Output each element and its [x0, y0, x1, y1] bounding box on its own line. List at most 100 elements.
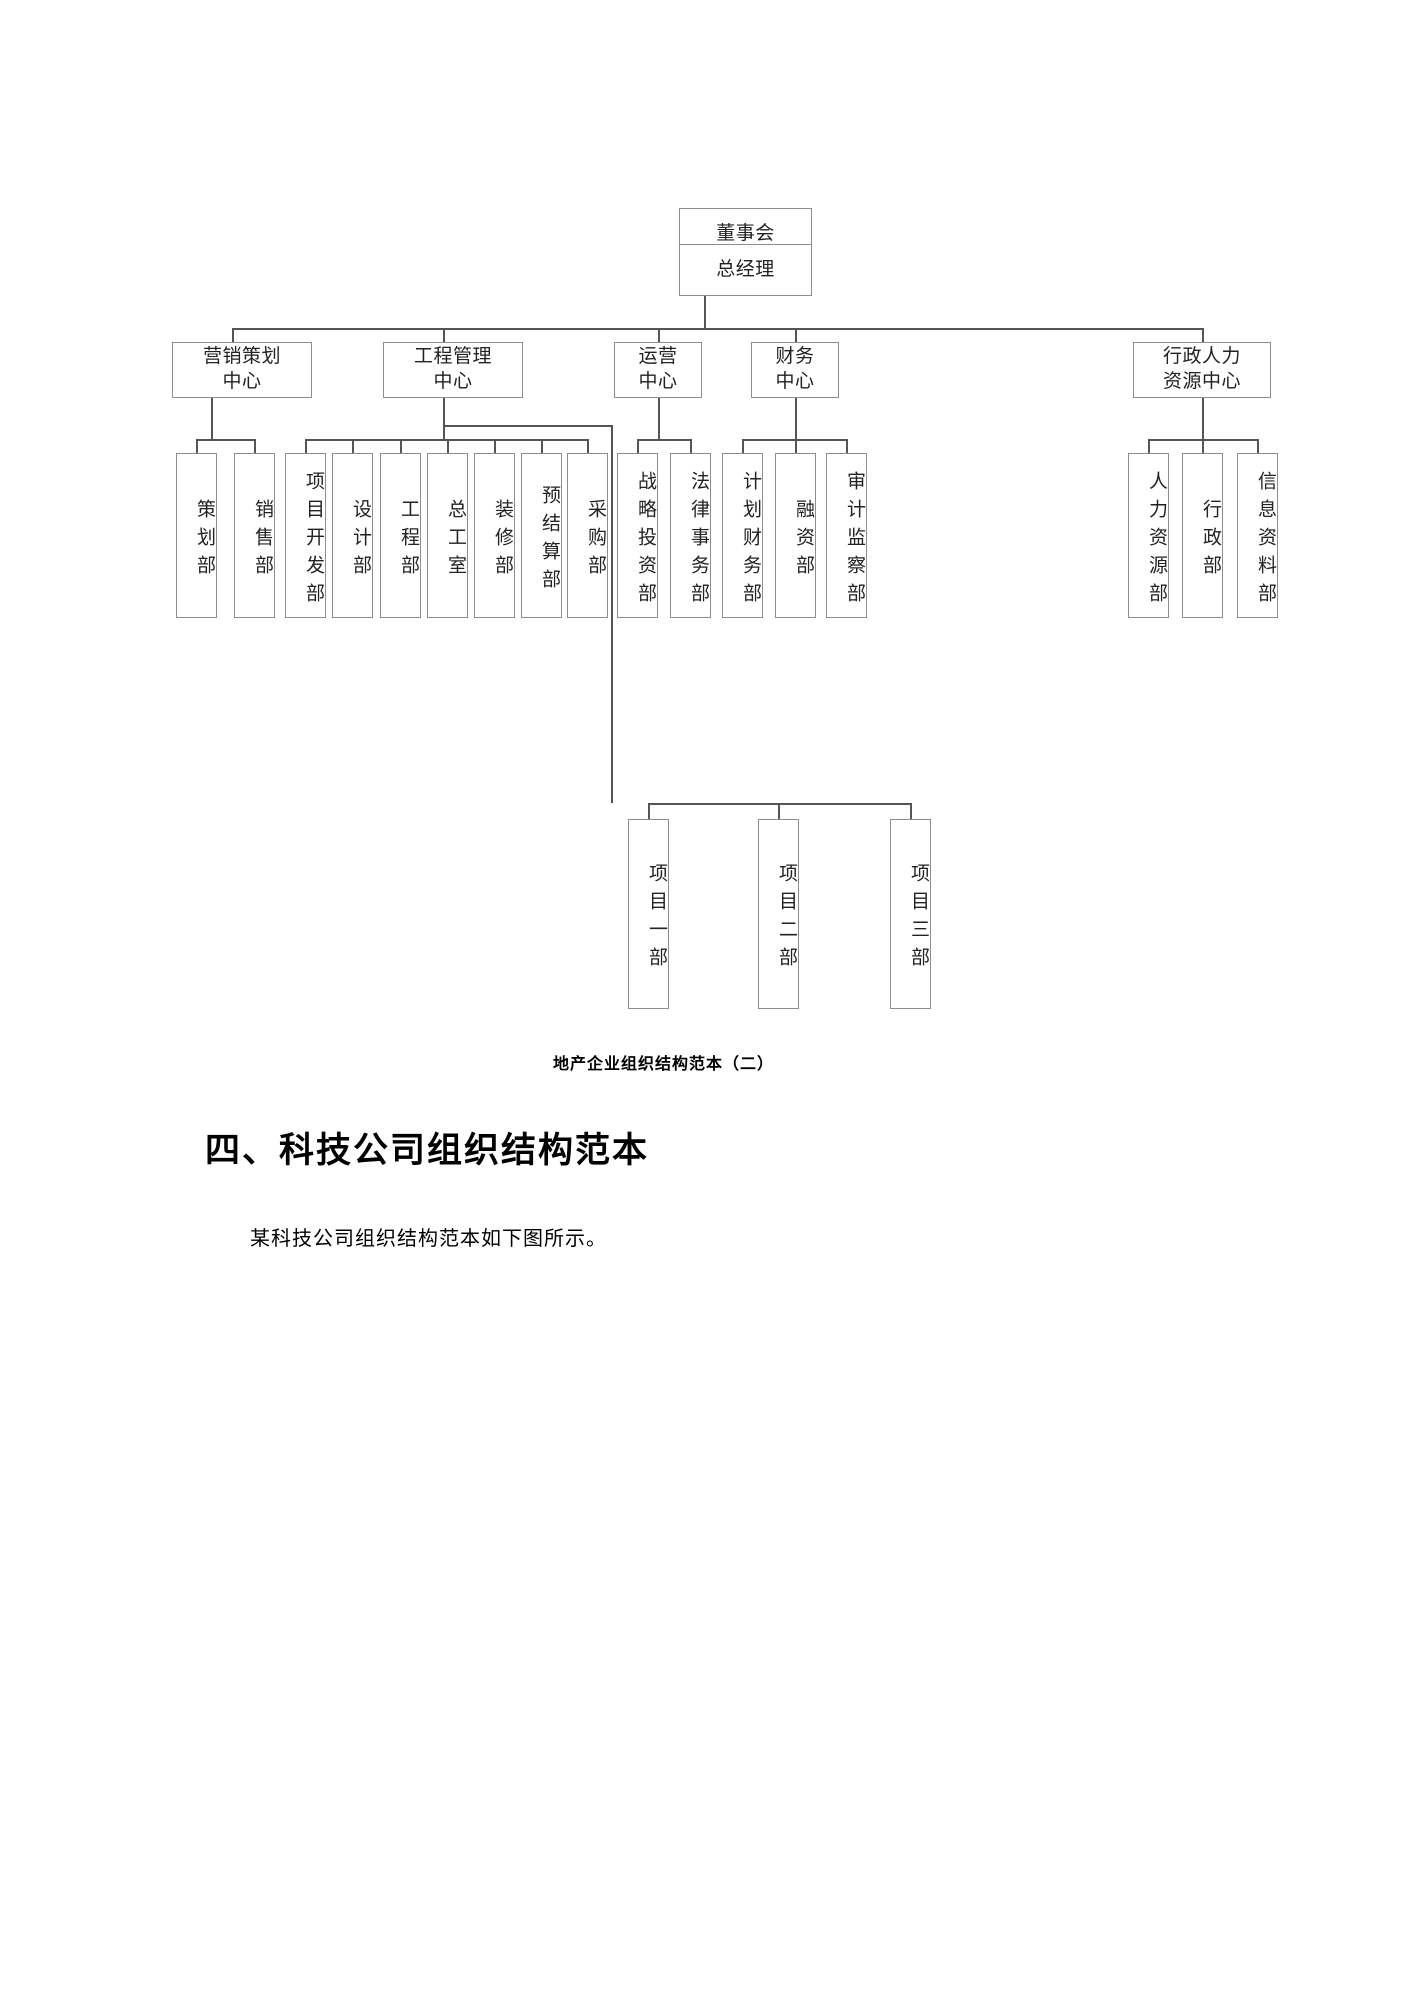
node-label-line1: 财务 — [775, 346, 815, 368]
connector-c1-d2 — [254, 439, 256, 453]
connector-c5-stem — [1202, 398, 1204, 439]
node-label: 项目三部 — [908, 863, 929, 975]
connector-c4-stem — [795, 398, 797, 439]
connector-c4-d13 — [795, 439, 797, 453]
node-general-manager[interactable]: 总经理 — [679, 244, 812, 296]
node-label-line1: 运营 — [638, 346, 678, 368]
node-label: 项目开发部 — [303, 470, 324, 611]
connector-drop-c3 — [658, 328, 660, 342]
connector-c2-d7 — [494, 439, 496, 453]
node-decoration-dept[interactable]: 装修部 — [474, 453, 515, 618]
node-label: 战略投资部 — [635, 470, 656, 611]
connector-c2-d5 — [400, 439, 402, 453]
connector-c3-stem — [658, 398, 660, 439]
node-label-line1: 营销策划 — [202, 346, 281, 368]
node-legal-affairs-dept[interactable]: 法律事务部 — [670, 453, 711, 618]
node-engineering-management-center[interactable]: 工程管理 中心 — [383, 342, 523, 398]
connector-c2-to-projects — [611, 425, 613, 803]
node-operations-center[interactable]: 运营 中心 — [614, 342, 702, 398]
connector-c1-d1 — [196, 439, 198, 453]
node-label: 预结算部 — [539, 484, 560, 597]
node-label: 董事会 — [716, 222, 775, 244]
connector-c4-d14 — [846, 439, 848, 453]
node-label: 策划部 — [194, 498, 215, 583]
connector-c5-d15 — [1148, 439, 1150, 453]
connector-c2-d8 — [541, 439, 543, 453]
node-project-development-dept[interactable]: 项目开发部 — [285, 453, 326, 618]
node-admin-hr-center[interactable]: 行政人力 资源中心 — [1133, 342, 1271, 398]
node-procurement-dept[interactable]: 采购部 — [567, 453, 608, 618]
node-label: 计划财务部 — [740, 470, 761, 611]
connector-c5-d16 — [1202, 439, 1204, 453]
node-label-line2: 中心 — [433, 371, 473, 392]
node-label: 法律事务部 — [688, 470, 709, 611]
node-label-line2: 中心 — [638, 371, 678, 392]
node-label: 总工室 — [445, 498, 466, 583]
node-label-line2: 中心 — [222, 371, 262, 392]
node-sales-dept[interactable]: 销售部 — [234, 453, 275, 618]
connector-c4-bus — [742, 439, 847, 441]
node-label: 信息资料部 — [1255, 470, 1276, 611]
connector-c2-d4 — [352, 439, 354, 453]
node-marketing-planning-center[interactable]: 营销策划 中心 — [172, 342, 312, 398]
node-label: 人力资源部 — [1146, 470, 1167, 611]
connector-project-p3 — [910, 803, 912, 819]
connector-c2-stem2 — [443, 425, 445, 439]
node-strategic-investment-dept[interactable]: 战略投资部 — [617, 453, 658, 618]
node-project-dept-3[interactable]: 项目三部 — [890, 819, 931, 1009]
connector-c4-d12 — [742, 439, 744, 453]
node-label: 装修部 — [492, 498, 513, 583]
node-label: 采购部 — [585, 498, 606, 583]
node-label: 项目二部 — [776, 863, 797, 975]
node-label-line2: 资源中心 — [1162, 371, 1241, 392]
connector-c2-d6 — [447, 439, 449, 453]
node-label: 审计监察部 — [844, 470, 865, 611]
connector-drop-c2 — [443, 328, 445, 342]
connector-drop-c1 — [232, 328, 234, 342]
connector-c3-d11 — [690, 439, 692, 453]
connector-c2-bus — [305, 439, 587, 441]
node-audit-supervision-dept[interactable]: 审计监察部 — [826, 453, 867, 618]
node-label-line1: 行政人力 — [1162, 346, 1241, 368]
connector-c3-d10 — [637, 439, 639, 453]
node-finance-center[interactable]: 财务 中心 — [751, 342, 839, 398]
node-label-line2: 中心 — [775, 371, 815, 392]
connector-c2-d3 — [305, 439, 307, 453]
node-label: 设计部 — [350, 498, 371, 583]
node-label: 销售部 — [252, 498, 273, 583]
node-information-data-dept[interactable]: 信息资料部 — [1237, 453, 1278, 618]
connector-c1-bus — [196, 439, 256, 441]
node-planning-dept[interactable]: 策划部 — [176, 453, 217, 618]
node-engineering-dept[interactable]: 工程部 — [380, 453, 421, 618]
node-project-dept-1[interactable]: 项目一部 — [628, 819, 669, 1009]
node-planning-finance-dept[interactable]: 计划财务部 — [722, 453, 763, 618]
connector-c3-bus — [637, 439, 692, 441]
connector-project-bus — [648, 803, 912, 805]
node-label: 工程部 — [398, 498, 419, 583]
connector-project-p2 — [778, 803, 780, 819]
section-heading: 四、科技公司组织结构范本 — [205, 1131, 650, 1170]
connector-c1-stem — [211, 398, 213, 439]
node-design-dept[interactable]: 设计部 — [332, 453, 373, 618]
connector-drop-c4 — [795, 328, 797, 342]
body-paragraph: 某科技公司组织结构范本如下图所示。 — [250, 1228, 607, 1250]
connector-level3-bus — [232, 328, 1202, 330]
connector-c2-d9 — [587, 439, 589, 453]
node-label: 项目一部 — [646, 863, 667, 975]
connector-drop-c5 — [1202, 328, 1204, 342]
node-label: 融资部 — [793, 498, 814, 583]
node-administration-dept[interactable]: 行政部 — [1182, 453, 1223, 618]
node-budget-settlement-dept[interactable]: 预结算部 — [521, 453, 562, 618]
org-chart: 董事会 总经理 营销策划 中心 工程管理 中心 运营 中心 财务 中心 行政人力… — [172, 208, 1278, 1009]
node-financing-dept[interactable]: 融资部 — [775, 453, 816, 618]
figure-caption: 地产企业组织结构范本（二） — [553, 1056, 775, 1073]
node-label: 总经理 — [716, 258, 775, 280]
node-chief-engineer-office[interactable]: 总工室 — [427, 453, 468, 618]
connector-c2-bus-upper — [443, 425, 613, 427]
node-human-resources-dept[interactable]: 人力资源部 — [1128, 453, 1169, 618]
node-label: 行政部 — [1200, 498, 1221, 583]
connector-c5-d17 — [1257, 439, 1259, 453]
node-project-dept-2[interactable]: 项目二部 — [758, 819, 799, 1009]
connector-gm-down — [704, 296, 706, 328]
